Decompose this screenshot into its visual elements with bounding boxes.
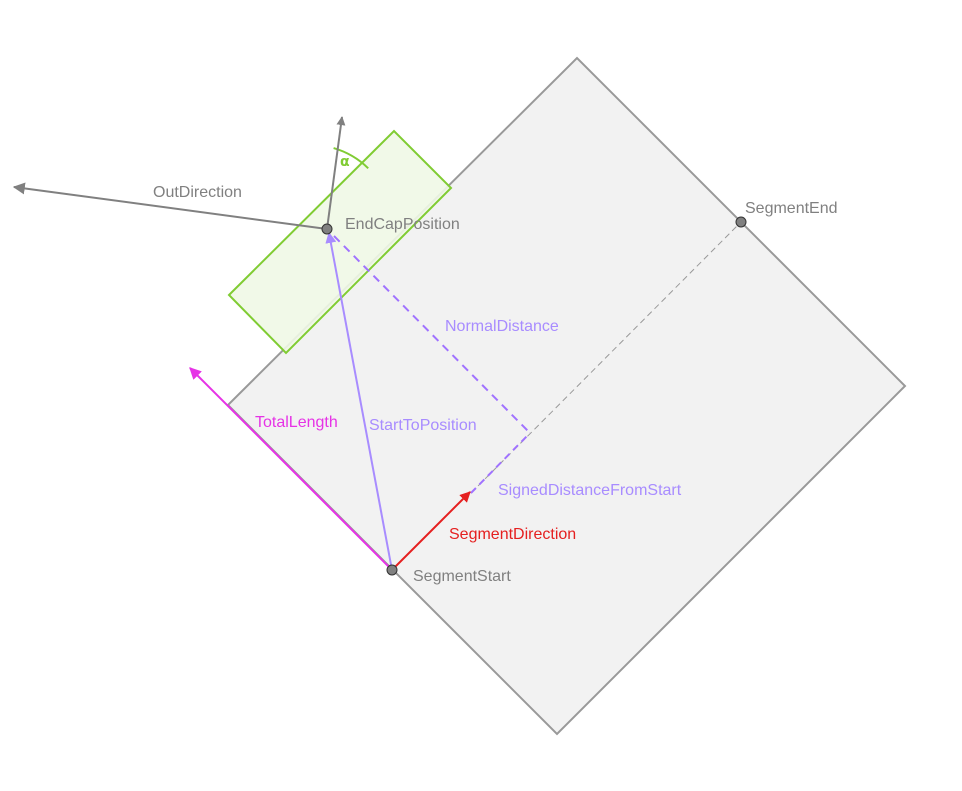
end-cap-position-point xyxy=(321,223,333,235)
end-cap-position-label: EndCapPosition xyxy=(345,216,460,233)
normal-distance-dashed-line xyxy=(333,235,531,434)
segment-direction-label: SegmentDirection xyxy=(449,526,576,543)
out-direction-arrow xyxy=(12,182,328,230)
start-to-position-label: StartToPosition xyxy=(369,417,477,434)
segment-rectangle xyxy=(226,56,907,736)
signed-distance-dashed-line xyxy=(470,432,531,494)
segment-end-point xyxy=(735,216,747,228)
end-cap-normal-arrow xyxy=(326,116,346,230)
segment-direction-arrow xyxy=(391,491,471,571)
segment-end-label: SegmentEnd xyxy=(745,200,838,217)
end-cap-rectangle xyxy=(227,129,453,355)
segment-start-point xyxy=(386,564,398,576)
out-direction-label: OutDirection xyxy=(153,184,242,201)
alpha-angle-label: α xyxy=(340,154,350,170)
total-length-label: TotalLength xyxy=(255,414,338,431)
alpha-angle-arc xyxy=(333,147,369,170)
total-length-arrow xyxy=(189,367,393,571)
normal-distance-label: NormalDistance xyxy=(445,318,559,335)
start-to-position-arrow xyxy=(325,231,393,571)
segment-start-label: SegmentStart xyxy=(413,568,511,585)
signed-distance-from-start-label: SignedDistanceFromStart xyxy=(498,482,682,499)
